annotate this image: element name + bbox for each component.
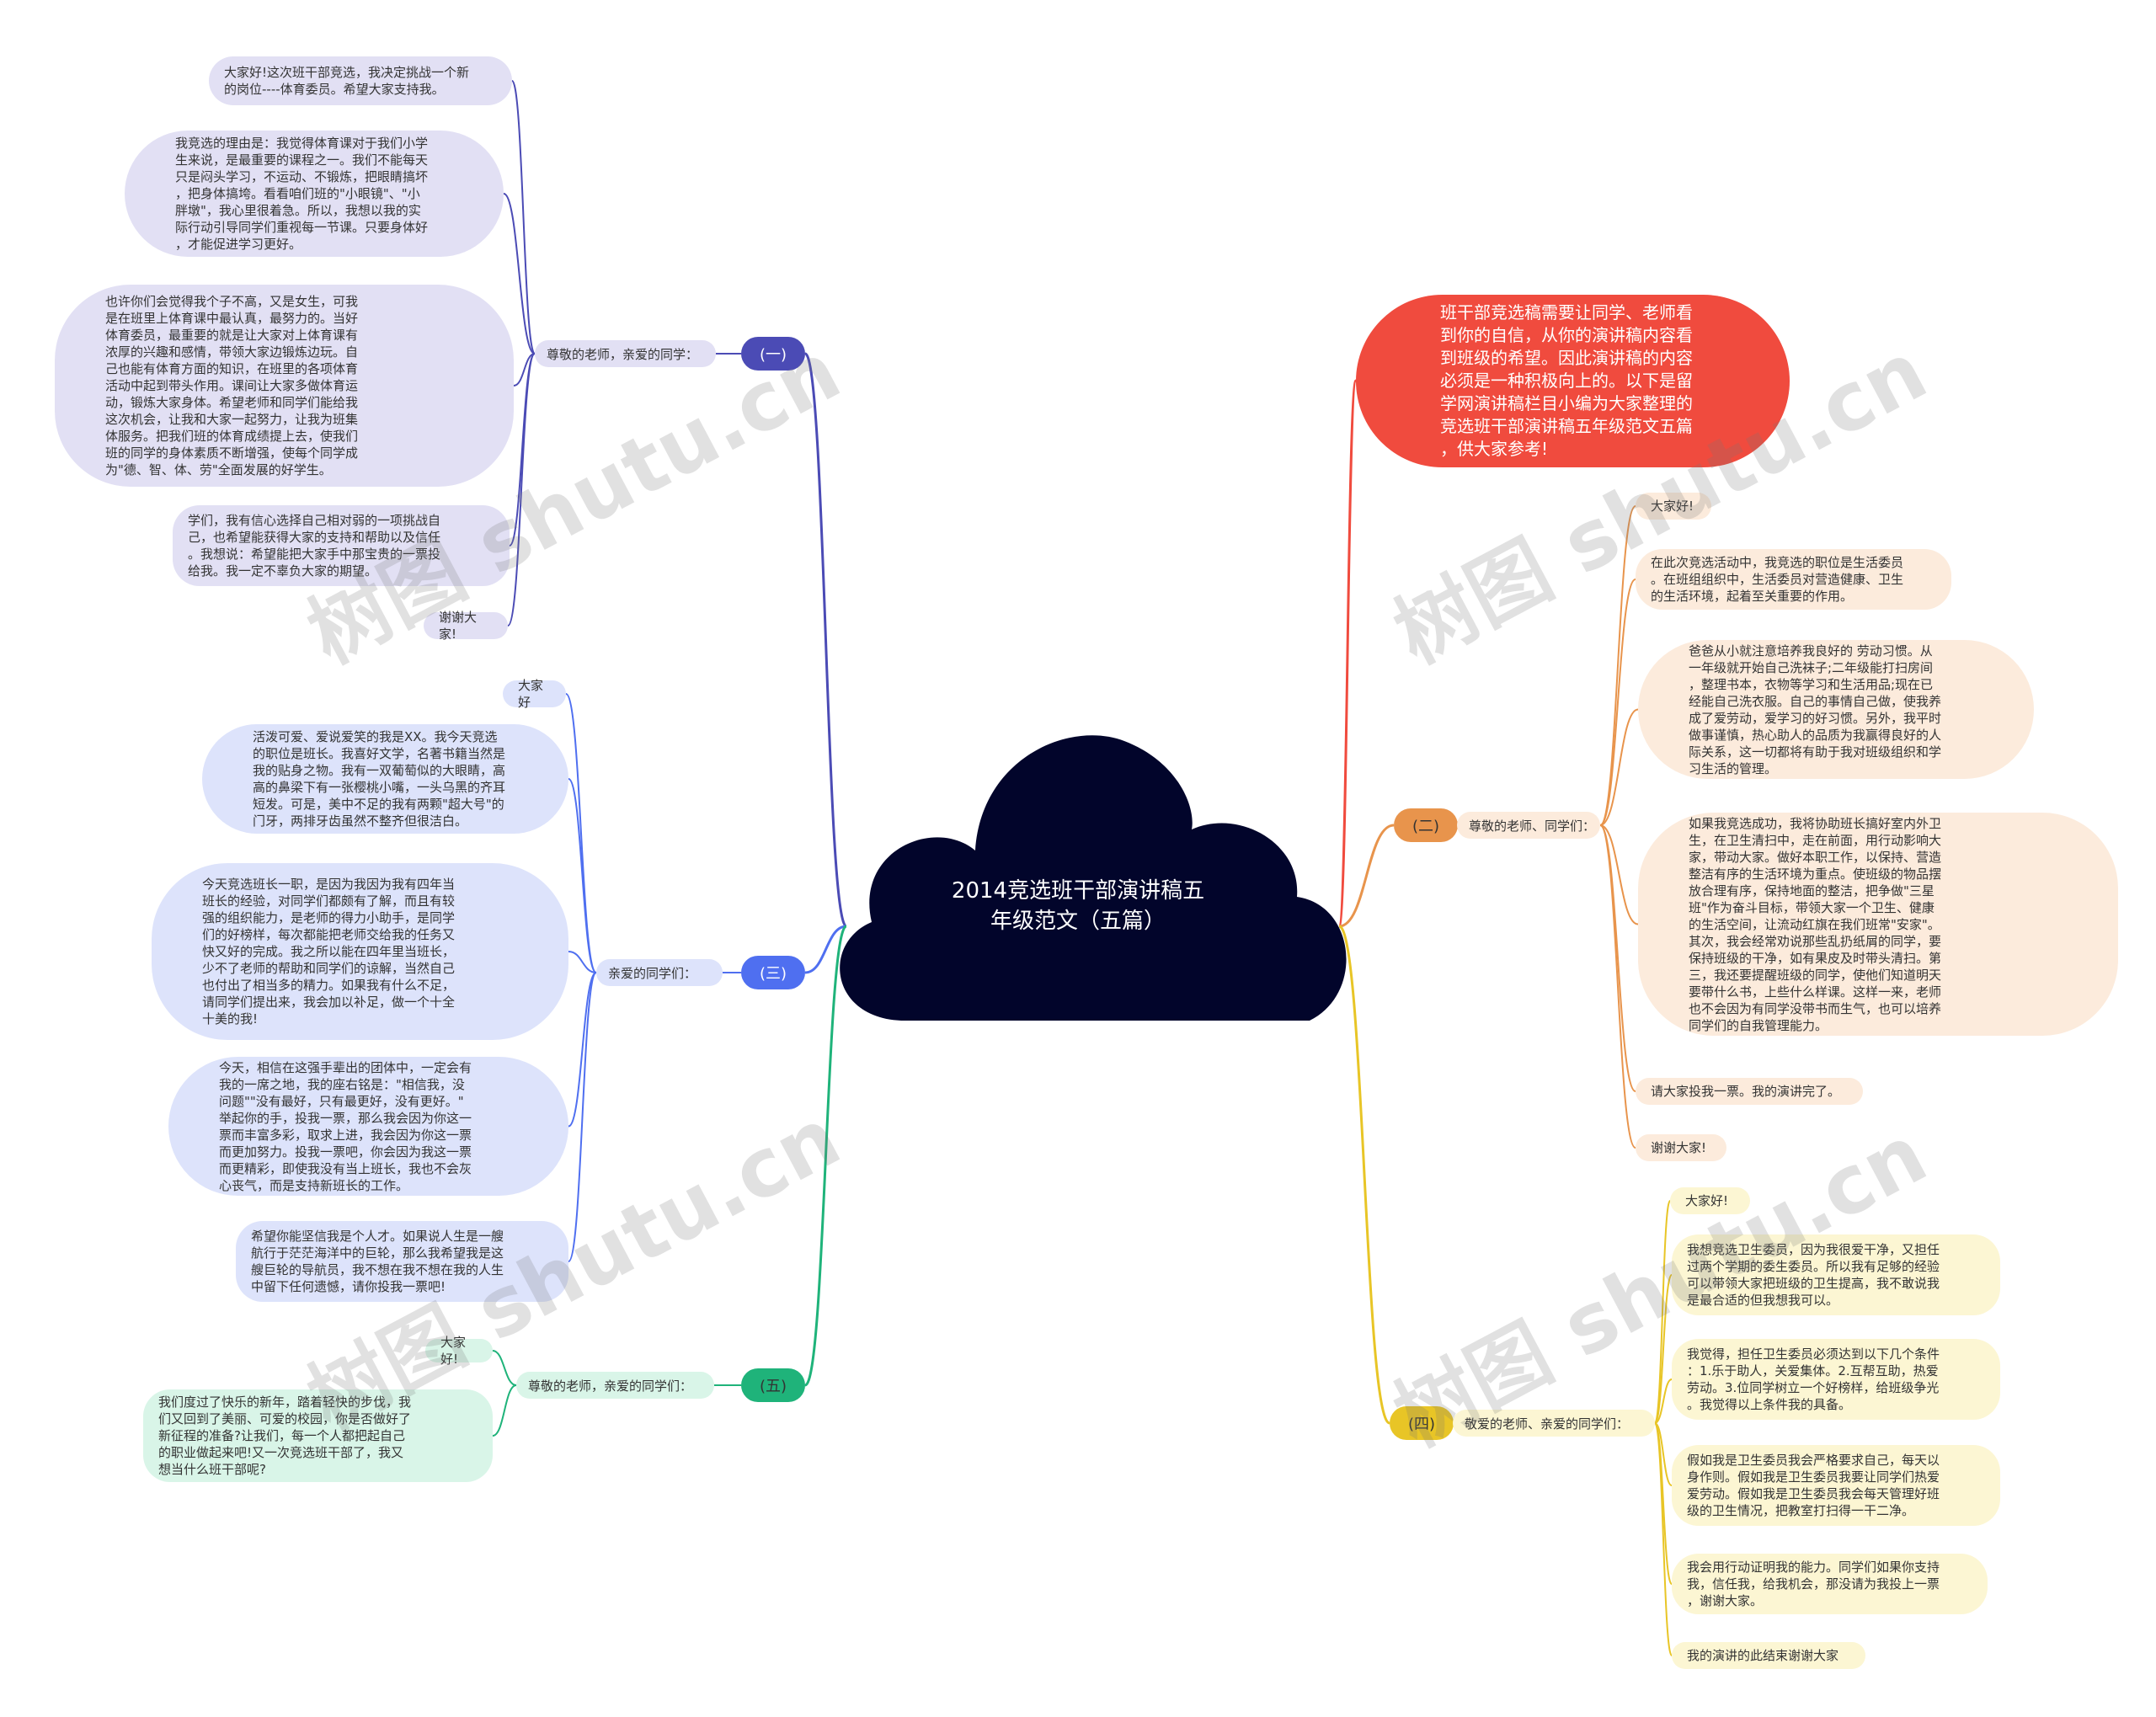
leaf-node[interactable]: 我觉得，担任卫生委员必须达到以下几个条件 ：1.乐于助人，关爱集体。2.互帮互助… xyxy=(1672,1339,2000,1420)
leaf-text: 大家好! xyxy=(440,1335,467,1367)
leaf-text: 谢谢大家! xyxy=(1651,1140,1707,1155)
leaf-text: 谢谢大家! xyxy=(439,610,478,642)
leaf-connector xyxy=(568,972,597,1128)
leaf-node[interactable]: 学们，我有信心选择自己相对弱的一项挑战自 己，也希望能获得大家的支持和帮助以及信… xyxy=(173,505,510,586)
leaf-text: 大家好! xyxy=(1651,499,1694,514)
leaf-connector xyxy=(1599,505,1636,826)
leaf-node[interactable]: 也许你们会觉得我个子不高，又是女生，可我 是在班里上体育课中最认真，最努力的。当… xyxy=(55,285,514,487)
leaf-connector xyxy=(568,951,597,973)
leaf-connector xyxy=(568,778,597,973)
branch-connector-5 xyxy=(803,925,848,1387)
leaf-connector xyxy=(507,353,536,627)
branch-node-1[interactable]: (一) xyxy=(741,337,805,371)
leaf-text: 我们度过了快乐的新年，踏着轻快的步伐，我 们又回到了美丽、可爱的校园，你是否做好… xyxy=(158,1394,412,1477)
leaf-text: 活泼可爱、爱说爱笑的我是XX。我今天竞选 的职位是班长。我喜好文学，名著书籍当然… xyxy=(253,729,506,829)
leaf-text: 我觉得，担任卫生委员必须达到以下几个条件 ：1.乐于助人，关爱集体。2.互帮互助… xyxy=(1687,1346,1940,1412)
branch-connector-4 xyxy=(1337,925,1391,1425)
leaf-text: 我想竞选卫生委员，因为我很爱干净，又担任 过两个学期的委生委员。所以我有足够的经… xyxy=(1687,1242,1940,1308)
leaf-connector xyxy=(1654,1422,1673,1486)
leaf-connector xyxy=(1599,824,1636,1149)
leaf-node[interactable]: 大家好! xyxy=(1670,1187,1750,1214)
leaf-connector xyxy=(1599,579,1636,826)
leaf-node[interactable]: 在此次竞选活动中，我竞选的职位是生活委员 。在班组组织中，生活委员对营造健康、卫… xyxy=(1636,549,1951,610)
leaf-node[interactable]: 谢谢大家! xyxy=(1636,1134,1726,1161)
leaf-text: 希望你能坚信我是个人才。如果说人生是一艘 航行于茫茫海洋中的巨轮，那么我希望我是… xyxy=(251,1229,504,1294)
leaf-connector xyxy=(1654,1274,1673,1424)
leaf-text: 学们，我有信心选择自己相对弱的一项挑战自 己，也希望能获得大家的支持和帮助以及信… xyxy=(188,513,441,579)
branch-node-2[interactable]: (二) xyxy=(1394,808,1458,842)
leaf-node[interactable]: 爸爸从小就注意培养我良好的 劳动习惯。从 一年级就开始自己洗袜子;二年级能打扫房… xyxy=(1638,640,2034,779)
branch-connector-3 xyxy=(804,925,847,974)
leaf-text: 今天，相信在这强手辈出的团体中，一定会有 我的一席之地，我的座右铭是："相信我，… xyxy=(219,1059,472,1193)
branch-node-4[interactable]: (四) xyxy=(1390,1406,1454,1440)
leaf-text: 大家好!这次班干部竞选，我决定挑战一个新 的岗位----体育委员。希望大家支持我… xyxy=(224,65,470,97)
leaf-node[interactable]: 活泼可爱、爱说爱笑的我是XX。我今天竞选 的职位是班长。我喜好文学，名著书籍当然… xyxy=(202,724,568,834)
branch-5-greeting[interactable]: 尊敬的老师，亲爱的同学们： xyxy=(516,1372,714,1399)
leaf-node[interactable]: 我会用行动证明我的能力。同学们如果你支持 我，信任我，给我机会，那没请为我投上一… xyxy=(1672,1554,1988,1614)
leaf-text: 大家好 xyxy=(518,678,544,710)
leaf-connector xyxy=(1599,708,1639,826)
leaf-text: 在此次竞选活动中，我竞选的职位是生活委员 。在班组组织中，生活委员对营造健康、卫… xyxy=(1651,555,1904,604)
leaf-connector xyxy=(1654,1422,1673,1656)
branch-node-5[interactable]: (五) xyxy=(741,1368,805,1402)
leaf-text: 我竞选的理由是：我觉得体育课对于我们小学 生来说，是最重要的课程之一。我们不能每… xyxy=(175,136,429,252)
leaf-node[interactable]: 我竞选的理由是：我觉得体育课对于我们小学 生来说，是最重要的课程之一。我们不能每… xyxy=(125,131,504,257)
branch-3-greeting[interactable]: 亲爱的同学们： xyxy=(596,959,723,986)
leaf-connector xyxy=(1654,1378,1673,1424)
central-topic-title[interactable]: 2014竞选班干部演讲稿五 年级范文（五篇） xyxy=(951,878,1205,934)
leaf-node[interactable]: 假如我是卫生委员我会严格要求自己，每天以 身作则。假如我是卫生委员我要让同学们热… xyxy=(1672,1445,2000,1526)
leaf-connector xyxy=(513,353,536,387)
branch-1-greeting[interactable]: 尊敬的老师，亲爱的同学： xyxy=(535,340,716,367)
intro-note-text: 班干部竞选稿需要让同学、老师看 到你的自信，从你的演讲稿内容看 到班级的希望。因… xyxy=(1440,302,1693,459)
branch-node-3[interactable]: (三) xyxy=(741,956,805,989)
branch-connector-1 xyxy=(803,352,848,928)
central-cloud-shape xyxy=(840,735,1347,1021)
leaf-node[interactable]: 大家好 xyxy=(503,678,566,710)
branch-connector-2 xyxy=(1338,824,1395,928)
branch-4-greeting[interactable]: 敬爱的老师、亲爱的同学们： xyxy=(1453,1410,1655,1437)
leaf-node[interactable]: 大家好! xyxy=(1636,493,1711,520)
leaf-node[interactable]: 谢谢大家! xyxy=(424,610,508,642)
leaf-text: 我会用行动证明我的能力。同学们如果你支持 我，信任我，给我机会，那没请为我投上一… xyxy=(1687,1560,1940,1608)
leaf-connector xyxy=(503,193,536,355)
leaf-node[interactable]: 我们度过了快乐的新年，踏着轻快的步伐，我 们又回到了美丽、可爱的校园，你是否做好… xyxy=(143,1389,493,1482)
leaf-connector xyxy=(492,1384,517,1437)
leaf-text: 我的演讲的此结束谢谢大家 xyxy=(1687,1648,1839,1663)
leaf-text: 大家好! xyxy=(1685,1193,1729,1208)
branch-2-greeting[interactable]: 尊敬的老师、同学们： xyxy=(1457,812,1600,839)
leaf-node[interactable]: 我想竞选卫生委员，因为我很爱干净，又担任 过两个学期的委生委员。所以我有足够的经… xyxy=(1672,1234,2000,1315)
leaf-connector xyxy=(492,1350,517,1386)
leaf-node[interactable]: 我的演讲的此结束谢谢大家 xyxy=(1672,1642,1865,1669)
leaf-node[interactable]: 如果我竞选成功，我将协助班长搞好室内外卫 生，在卫生清扫中，走在前面，用行动影响… xyxy=(1638,813,2118,1036)
leaf-node[interactable]: 大家好! xyxy=(425,1335,493,1367)
leaf-text: 也许你们会觉得我个子不高，又是女生，可我 是在班里上体育课中最认真，最努力的。当… xyxy=(105,294,359,477)
leaf-node[interactable]: 请大家投我一票。我的演讲完了。 xyxy=(1636,1078,1863,1105)
intro-connector xyxy=(1337,379,1358,928)
leaf-text: 今天竞选班长一职，是因为我因为我有四年当 班长的经验，对同学们都颇有了解，而且有… xyxy=(202,877,456,1026)
leaf-node[interactable]: 今天竞选班长一职，是因为我因为我有四年当 班长的经验，对同学们都颇有了解，而且有… xyxy=(152,863,568,1040)
leaf-node[interactable]: 大家好!这次班干部竞选，我决定挑战一个新 的岗位----体育委员。希望大家支持我… xyxy=(209,56,512,105)
leaf-connector xyxy=(1599,824,1639,925)
leaf-node[interactable]: 希望你能坚信我是个人才。如果说人生是一艘 航行于茫茫海洋中的巨轮，那么我希望我是… xyxy=(236,1221,568,1302)
leaf-node[interactable]: 今天，相信在这强手辈出的团体中，一定会有 我的一席之地，我的座右铭是："相信我，… xyxy=(168,1057,568,1196)
leaf-connector xyxy=(568,972,597,1262)
leaf-text: 假如我是卫生委员我会严格要求自己，每天以 身作则。假如我是卫生委员我要让同学们热… xyxy=(1687,1453,1940,1518)
leaf-text: 爸爸从小就注意培养我良好的 劳动习惯。从 一年级就开始自己洗袜子;二年级能打扫房… xyxy=(1689,643,1942,776)
leaf-text: 如果我竞选成功，我将协助班长搞好室内外卫 生，在卫生清扫中，走在前面，用行动影响… xyxy=(1689,815,1942,1033)
leaf-connector xyxy=(511,80,536,355)
intro-note[interactable]: 班干部竞选稿需要让同学、老师看 到你的自信，从你的演讲稿内容看 到班级的希望。因… xyxy=(1356,295,1790,467)
leaf-text: 请大家投我一票。我的演讲完了。 xyxy=(1651,1084,1841,1099)
